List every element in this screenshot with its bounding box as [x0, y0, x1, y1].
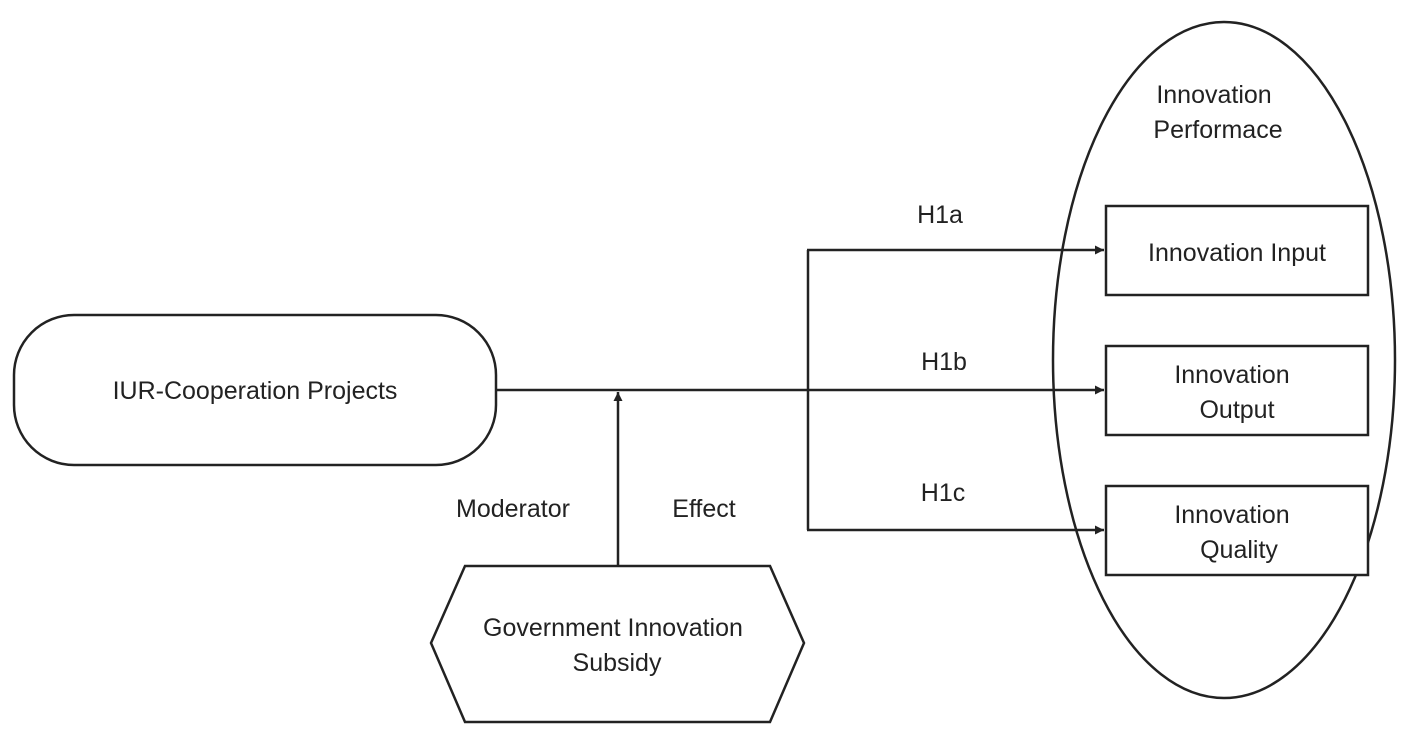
innovation-quality-label-line2: Quality [1200, 536, 1278, 564]
effect-label: Effect [672, 495, 736, 523]
government-subsidy-label-line1: Government Innovation [483, 614, 743, 642]
innovation-quality-box [1104, 484, 1370, 577]
innovation-quality-label-line1: Innovation [1174, 501, 1289, 529]
innovation-output-label-line2: Output [1199, 396, 1274, 424]
iur-cooperation-box [12, 313, 498, 467]
government-subsidy-hexagon [429, 564, 806, 724]
h1b-label: H1b [921, 348, 967, 376]
h1a-label: H1a [917, 201, 963, 229]
innovation-output-label-line1: Innovation [1174, 361, 1289, 389]
innovation-output-box [1104, 344, 1370, 437]
innovation-performance-label-line2: Performace [1153, 116, 1282, 144]
government-subsidy-label-line2: Subsidy [573, 649, 662, 677]
iur-cooperation-label: IUR-Cooperation Projects [113, 377, 398, 405]
h1c-label: H1c [921, 479, 965, 507]
innovation-input-label: Innovation Input [1148, 239, 1326, 267]
innovation-performance-label-line1: Innovation [1156, 81, 1271, 109]
moderator-label: Moderator [456, 495, 570, 523]
innovation-input-box [1104, 204, 1370, 297]
